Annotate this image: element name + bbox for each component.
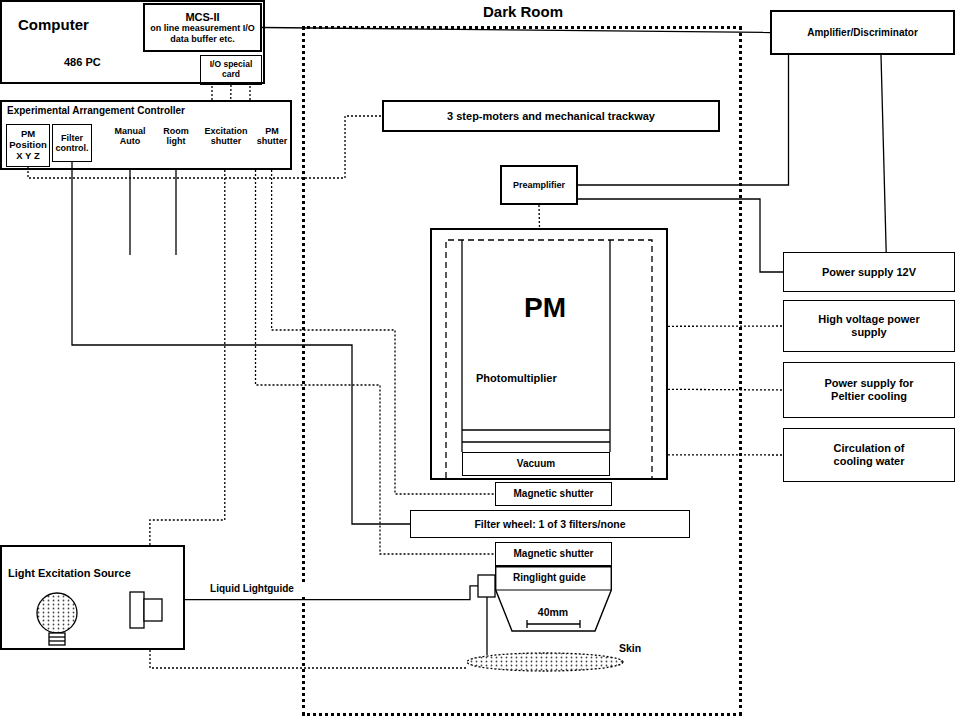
connector [272,170,495,494]
node-text: Vacuum [517,458,555,470]
node-text: Ringlight guide [513,572,586,584]
power-box: Power supply for Peltier cooling [783,362,955,418]
amplifier-box: Amplifier/Discriminator [770,10,955,55]
node-text: Preamplifier [513,180,565,190]
part-label: Skin [610,642,650,654]
power-box: Power supply 12V [783,252,955,292]
mcs-box: MCS-IIon line measurement I/O data buffe… [143,3,262,52]
node-text: Filter wheel: 1 of 3 filters/none [474,518,625,530]
node-text: 486 PC [64,56,101,69]
part-label: PM shutter [254,126,290,147]
filter-wheel: Filter wheel: 1 of 3 filters/none [410,510,690,538]
connector [538,205,540,228]
connector [668,325,783,327]
node-text: Power supply 12V [822,266,916,279]
connector [230,85,232,100]
node-text: Amplifier/Discriminator [807,27,918,39]
dimension-label: 40mm [526,606,580,618]
controller-box: Experimental Arrangement Controller PM Po… [0,100,292,170]
motor-box: 3 step-moters and mechanical trackway [382,100,720,132]
node-text: I/O special card [204,60,258,80]
light-source: Light Excitation Source [0,545,185,650]
connector [578,199,783,272]
part-label: Manual Auto [110,126,150,147]
preamp-box: Preamplifier [500,165,578,205]
node-text: PM Position [9,129,46,151]
node-text: Magnetic shutter [513,548,593,560]
node-text: Circulation of cooling water [820,442,918,467]
computer-box: Computer 486 PC MCS-IIon line measurement … [0,0,265,84]
node-text: Photomultiplier [476,372,557,385]
filter-control-box: Filter control. [52,124,92,162]
connector [72,162,410,524]
part-label: Excitation shutter [198,126,254,147]
node-text: Power supply for Peltier cooling [814,377,924,402]
shutter-box: Magnetic shutter [495,482,612,506]
node-text: Computer [18,16,89,33]
node-text: X Y Z [16,151,39,162]
io-card: I/O special card [200,55,262,85]
node-text: Experimental Arrangement Controller [7,105,185,117]
photomultiplier: PM PhotomultiplierVacuum [430,228,668,480]
cooling-box: Circulation of cooling water [783,428,955,482]
node-text: Light Excitation Source [8,567,131,580]
node-text: Magnetic shutter [513,488,593,500]
node-text: Dark Room [483,3,563,20]
node-text: 3 step-moters and mechanical trackway [447,110,655,123]
part-label: Room light [155,126,197,147]
connector [881,55,886,252]
ringlight-guide: Ringlight guide [495,566,612,632]
node-text: on line measurement I/O data buffer etc. [148,23,257,44]
shutter-box: Magnetic shutter [495,542,612,566]
pm-position-box: PM PositionX Y Z [6,124,50,167]
edge-label: Liquid Lightguide [196,583,308,595]
power-box: High voltage power supply [783,300,955,352]
node-text: MCS-II [185,11,219,24]
connector [668,454,783,456]
dark-room: Dark Room3 step-moters and mechanical tr… [302,26,742,716]
vacuum-box: Vacuum [462,452,610,476]
node-text: High voltage power supply [814,313,924,338]
connector [150,170,225,545]
node-text: Filter control. [56,133,89,154]
connector [668,389,783,391]
node-text: PM [524,292,566,324]
